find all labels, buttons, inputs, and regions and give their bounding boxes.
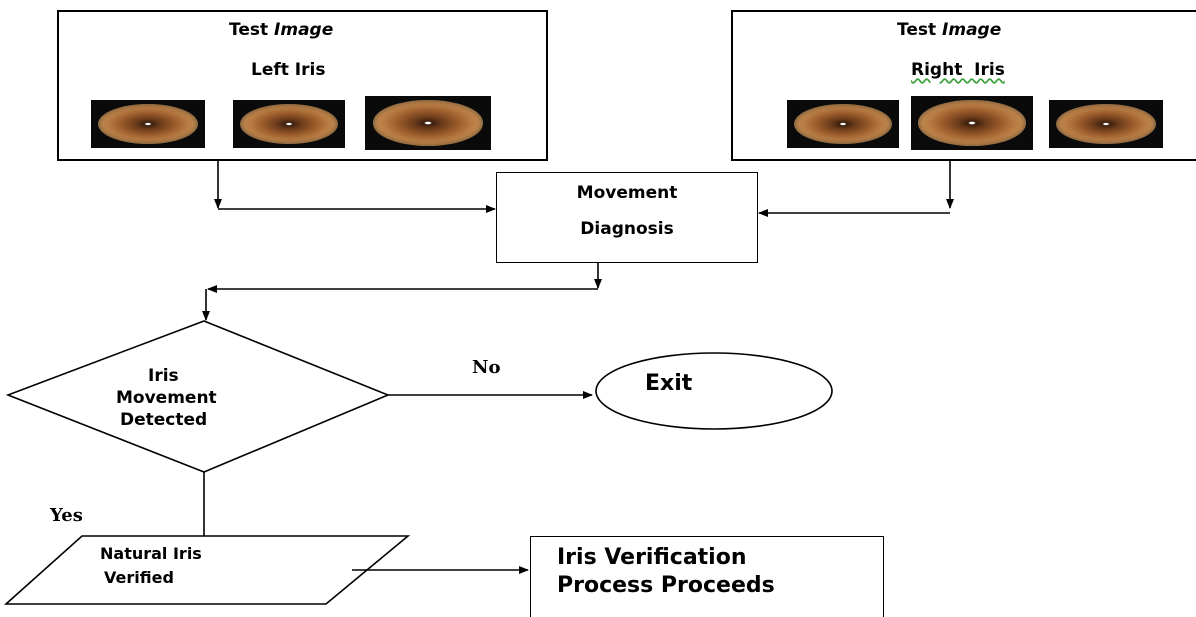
- right-iris-image-1: [787, 100, 899, 148]
- iris-shape: [1055, 103, 1157, 145]
- right-panel-title: Test Image: [897, 20, 1001, 40]
- left-title-italic: Image: [274, 20, 334, 40]
- left-panel-title: Test Image: [229, 20, 333, 40]
- natural-line1: Natural Iris: [100, 544, 202, 563]
- right-iris-image-3: [1049, 100, 1163, 148]
- left-iris-image-2: [233, 100, 345, 148]
- right-title-plain: Test: [897, 20, 943, 40]
- iris-shape: [793, 103, 893, 145]
- right-panel-subtitle: Right Iris: [911, 60, 1005, 80]
- no-label: No: [472, 357, 501, 378]
- iris-shape: [918, 100, 1026, 146]
- process-line1: Iris Verification: [557, 545, 747, 570]
- right-iris-image-2: [911, 96, 1033, 150]
- natural-iris-parallelogram: [3, 535, 411, 605]
- decision-line3: Detected: [120, 410, 208, 430]
- left-iris-image-3: [365, 96, 491, 150]
- yes-label: Yes: [50, 505, 83, 526]
- left-title-plain: Test: [229, 20, 275, 40]
- iris-shape: [372, 100, 484, 146]
- movement-line1: Movement: [576, 183, 678, 203]
- natural-line2: Verified: [104, 568, 174, 587]
- exit-label: Exit: [645, 371, 693, 396]
- process-line2: Process Proceeds: [557, 573, 775, 598]
- left-iris-image-1: [91, 100, 205, 148]
- left-panel-subtitle: Left Iris: [251, 60, 326, 80]
- movement-diagnosis-box: Movement Diagnosis: [496, 172, 758, 263]
- right-title-italic: Image: [942, 20, 1002, 40]
- iris-shape: [239, 103, 339, 145]
- decision-line2: Movement: [116, 388, 217, 408]
- movement-line2: Diagnosis: [580, 219, 674, 239]
- decision-line1: Iris: [148, 366, 179, 386]
- right-test-image-panel: Test Image Right Iris: [731, 10, 1196, 161]
- iris-shape: [97, 103, 199, 145]
- left-test-image-panel: Test Image Left Iris: [57, 10, 548, 161]
- process-proceeds-box: Iris Verification Process Proceeds: [530, 536, 884, 617]
- exit-ellipse: [595, 352, 833, 430]
